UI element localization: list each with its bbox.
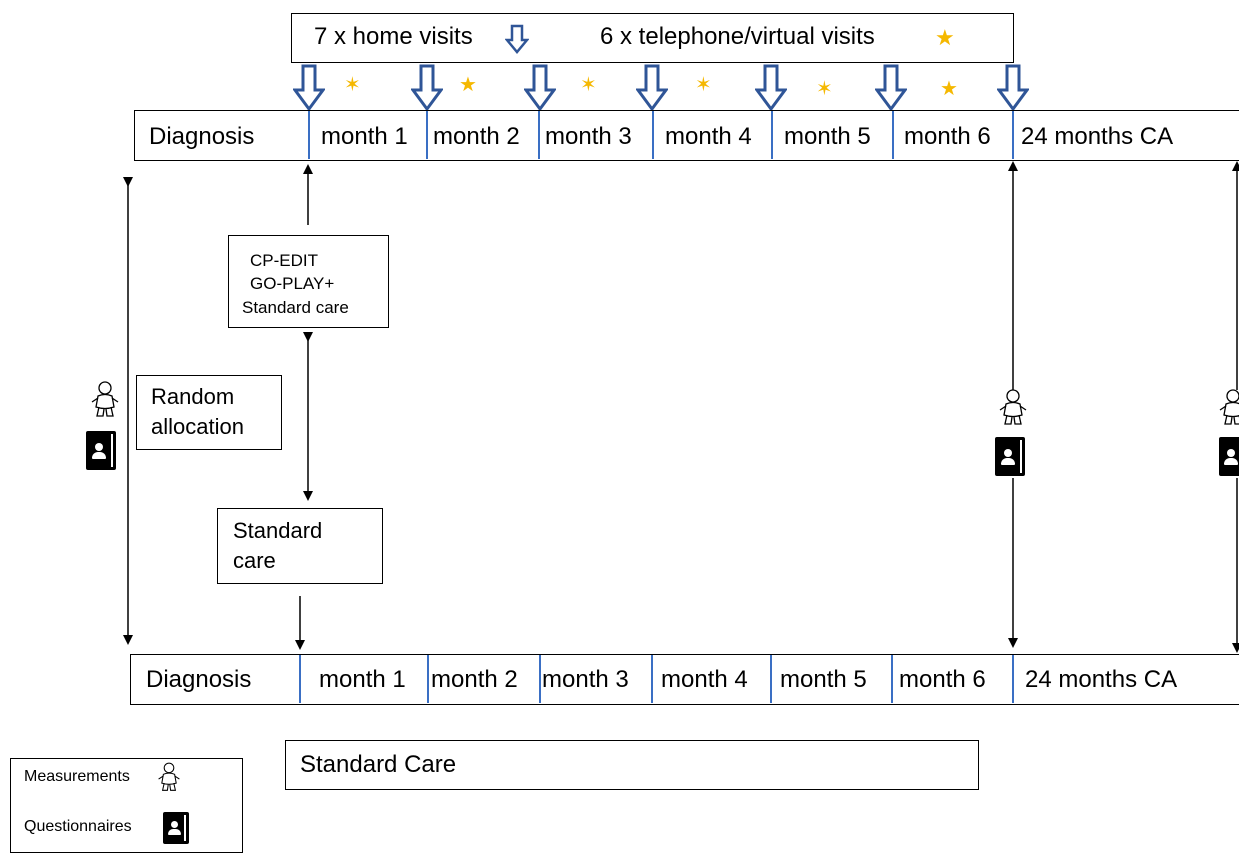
intervention-box: CP-EDIT GO-PLAY+ Standard care [228,235,389,328]
timeline-bottom-24months: 24 months CA [1025,666,1178,693]
baby-measurement-icon [91,381,119,417]
questionnaire-icon [1219,437,1239,476]
timeline-top-24months: 24 months CA [1021,123,1174,150]
timeline-bottom-month5: month 5 [780,666,867,693]
standard-care-line1: Standard [233,518,323,543]
timeline-bottom-month6: month 6 [899,666,986,693]
home-visit-arrow-icon [411,64,443,112]
home-visit-arrow-icon [524,64,556,112]
baby-measurement-icon [999,389,1027,425]
baby-measurement-icon [1219,389,1239,425]
timeline-top-month5: month 5 [784,123,871,150]
star-icon: ✶ [695,74,712,96]
questionnaire-icon [163,812,189,844]
timeline-top-month1: month 1 [321,123,408,150]
questionnaire-icon [86,431,116,470]
timeline-bottom-month1: month 1 [319,666,406,693]
timeline-bottom-month3: month 3 [542,666,629,693]
star-icon: ✶ [816,78,833,100]
random-allocation-line2: allocation [151,414,244,439]
standard-care-box: Standard care [217,508,383,584]
intervention-line3: Standard care [242,298,349,317]
legend-measurements-label: Measurements [24,768,130,785]
timeline-top-month4: month 4 [665,123,752,150]
star-icon: ★ [459,74,477,96]
timeline-bottom-month4: month 4 [661,666,748,693]
intervention-line2: GO-PLAY+ [250,274,335,293]
legend-questionnaires-label: Questionnaires [24,818,132,835]
baby-measurement-icon [158,762,180,791]
intervention-line1: CP-EDIT [250,251,318,270]
star-icon: ★ [940,78,958,100]
telephone-visits-label: 6 x telephone/virtual visits [600,23,875,50]
timeline-top-diagnosis: Diagnosis [149,123,255,150]
timeline-standard-care: Diagnosis month 1 month 2 month 3 month … [130,654,1239,705]
timeline-intervention: Diagnosis month 1 month 2 month 3 month … [134,110,1239,161]
star-icon: ✶ [344,74,361,96]
home-visit-arrow-icon [505,24,529,54]
random-allocation-box: Random allocation [136,375,282,450]
visit-schedule-header: 7 x home visits 6 x telephone/virtual vi… [291,13,1014,63]
home-visits-label: 7 x home visits [314,23,473,50]
timeline-bottom-month2: month 2 [431,666,518,693]
legend: Measurements Questionnaires [10,758,243,853]
timeline-top-month6: month 6 [904,123,991,150]
home-visit-arrow-icon [636,64,668,112]
standard-care-banner-label: Standard Care [300,751,457,778]
timeline-bottom-diagnosis: Diagnosis [146,666,252,693]
timeline-top-month3: month 3 [545,123,632,150]
star-icon: ★ [935,25,955,50]
star-icon: ✶ [580,74,597,96]
home-visit-arrow-icon [875,64,907,112]
standard-care-banner: Standard Care [285,740,979,790]
visit-markers-row: ✶ ★ ✶ ✶ ✶ ★ [0,60,1239,112]
standard-care-line2: care [233,548,276,573]
timeline-top-month2: month 2 [433,123,520,150]
random-allocation-line1: Random [151,384,235,409]
home-visit-arrow-icon [293,64,325,112]
home-visit-arrow-icon [997,64,1029,112]
home-visit-arrow-icon [755,64,787,112]
questionnaire-icon [995,437,1025,476]
